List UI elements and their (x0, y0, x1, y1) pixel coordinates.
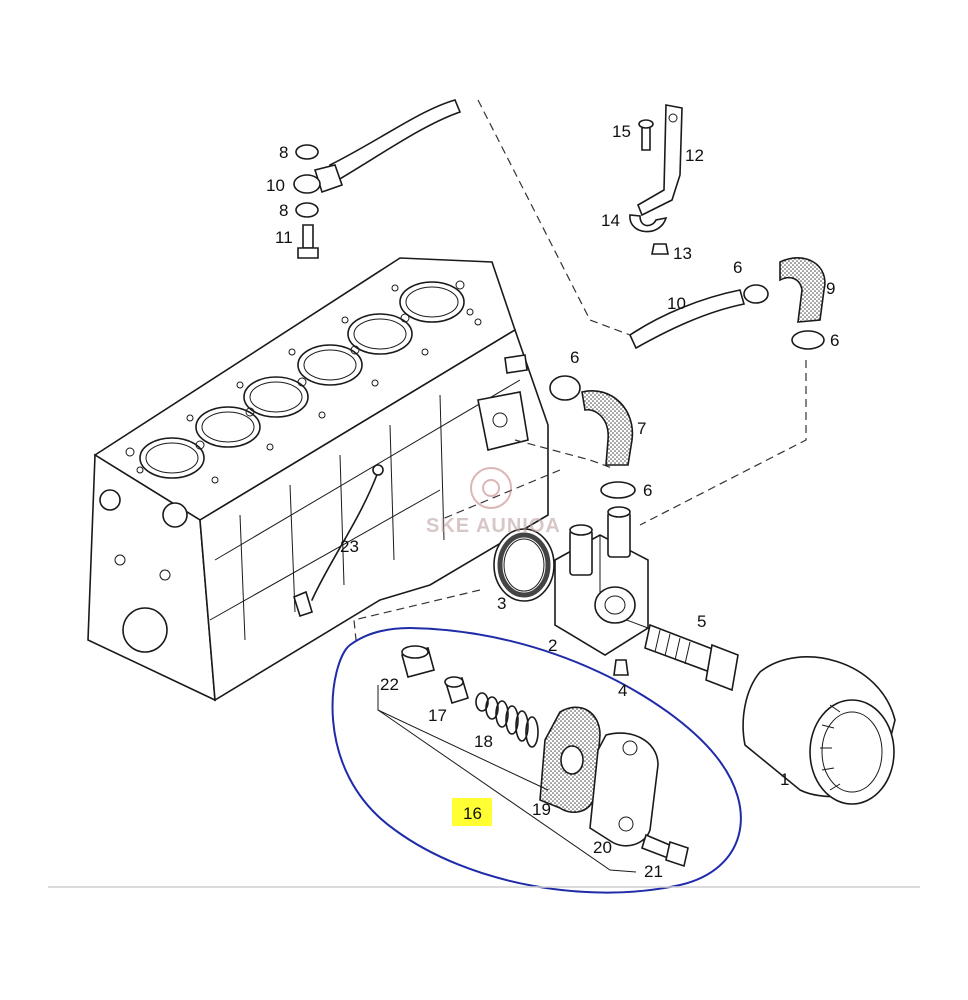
oil-return-pipe (628, 257, 826, 350)
crank-bore (122, 607, 168, 653)
filter-nipple (644, 623, 739, 692)
clamp-14 (629, 214, 668, 233)
label-16: 16 (463, 804, 482, 823)
label-6d: 6 (643, 481, 652, 500)
oil-filter (742, 656, 896, 805)
label-10a: 10 (266, 176, 285, 195)
watermark-text: SKE AUNIOA (426, 515, 561, 537)
label-8a: 8 (279, 143, 288, 162)
label-15: 15 (612, 122, 631, 141)
spring-18 (475, 692, 539, 748)
label-13: 13 (673, 244, 692, 263)
kit-highlight-outline (331, 626, 742, 894)
coolant-hose (549, 375, 636, 499)
logo-circle-icon (470, 467, 512, 509)
dipstick (293, 464, 384, 618)
label-14: 14 (601, 211, 620, 230)
hose-clamp-6d (600, 481, 636, 499)
label-8b: 8 (279, 201, 288, 220)
head-bolt-holes (125, 280, 482, 484)
elbow-hose-9 (779, 257, 826, 323)
label-6c: 6 (570, 348, 579, 367)
label-11: 11 (275, 228, 293, 247)
oil-cooler (554, 506, 649, 676)
label-10b: 10 (667, 294, 686, 313)
cylinder-bores (139, 281, 465, 479)
washer-8-bottom (295, 202, 319, 218)
part-labels: 1 2 3 4 5 6 6 6 6 7 8 8 9 10 10 11 12 13… (266, 122, 839, 881)
engine-block (87, 257, 549, 702)
washer-8-top (295, 144, 319, 160)
label-18: 18 (474, 732, 493, 751)
label-22: 22 (380, 675, 399, 694)
nut-13 (651, 243, 669, 255)
label-6a: 6 (733, 258, 742, 277)
cooler-gasket (493, 528, 555, 602)
support-bracket (629, 104, 683, 255)
hose-clamp-6c (549, 375, 581, 401)
label-1: 1 (780, 770, 789, 789)
label-2: 2 (548, 636, 557, 655)
block-ribs (209, 379, 521, 641)
label-19: 19 (532, 800, 551, 819)
label-7: 7 (637, 419, 646, 438)
label-17: 17 (428, 706, 447, 725)
label-12: 12 (685, 146, 704, 165)
breather-hose-top (293, 99, 462, 259)
relief-valve-kit (377, 645, 689, 873)
label-16-highlight (452, 798, 492, 826)
label-3: 3 (497, 594, 506, 613)
bolt-15 (641, 125, 651, 151)
label-23: 23 (340, 537, 359, 556)
label-9: 9 (826, 279, 835, 298)
dashed-connections (353, 99, 807, 641)
drain-plug-4 (613, 659, 629, 676)
label-4: 4 (618, 681, 627, 700)
hose-clamp-6b (791, 330, 825, 350)
label-20: 20 (593, 838, 612, 857)
label-6b: 6 (830, 331, 839, 350)
cooler-mount-pad (477, 391, 529, 451)
cover-plate-20 (589, 732, 659, 847)
banjo-bolt (302, 224, 314, 249)
label-21: 21 (644, 862, 663, 881)
label-5: 5 (697, 612, 706, 631)
hose-clamp-6a (743, 284, 769, 304)
watermark: SKE AUNIOA (426, 467, 561, 537)
